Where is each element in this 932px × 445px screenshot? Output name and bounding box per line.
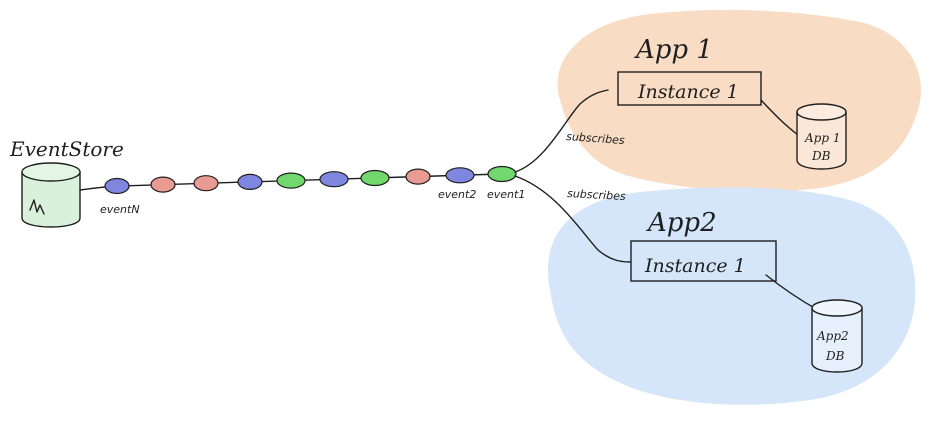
event-node-green bbox=[487, 165, 517, 183]
app1-db-line2: DB bbox=[811, 149, 831, 163]
app2-title: App2 bbox=[646, 208, 717, 238]
app1-db-cylinder-icon bbox=[796, 103, 847, 170]
event-node-blue bbox=[445, 167, 475, 184]
app1-instance-box bbox=[617, 71, 762, 106]
app2-region bbox=[547, 187, 916, 405]
app1-region bbox=[557, 9, 921, 192]
event-store-title: EventStore bbox=[9, 137, 124, 161]
event-node-red bbox=[405, 168, 431, 185]
event-n-label: eventN bbox=[100, 203, 140, 216]
subscription-line-app2 bbox=[514, 175, 631, 263]
app1-title: App 1 bbox=[634, 35, 713, 65]
subscribes-label-app1: subscribes bbox=[566, 130, 626, 147]
event-node-red bbox=[193, 175, 219, 192]
app2-db-line1: App2 bbox=[816, 329, 849, 343]
app2-db-line2: DB bbox=[825, 349, 845, 363]
event-chain bbox=[104, 165, 517, 195]
app2-instance-label: Instance 1 bbox=[644, 255, 746, 277]
app1-db-line1: App 1 bbox=[804, 131, 840, 145]
event-node-green bbox=[276, 172, 306, 189]
app2-db-cylinder-icon bbox=[811, 299, 863, 373]
subscription-line-app1 bbox=[514, 89, 609, 173]
event-store-cylinder-icon bbox=[21, 162, 81, 228]
event-node-red bbox=[150, 176, 176, 193]
app1-instance-label: Instance 1 bbox=[637, 81, 739, 103]
event-node-blue bbox=[104, 177, 130, 195]
subscribes-label-app2: subscribes bbox=[567, 187, 626, 203]
event-2-label: event2 bbox=[438, 188, 476, 201]
event-node-green bbox=[360, 169, 390, 187]
app1-db-connector bbox=[760, 99, 799, 136]
event-1-label: event1 bbox=[487, 188, 525, 201]
event-node-blue bbox=[319, 171, 349, 188]
event-node-blue bbox=[237, 173, 263, 190]
app2-instance-box bbox=[630, 240, 777, 282]
